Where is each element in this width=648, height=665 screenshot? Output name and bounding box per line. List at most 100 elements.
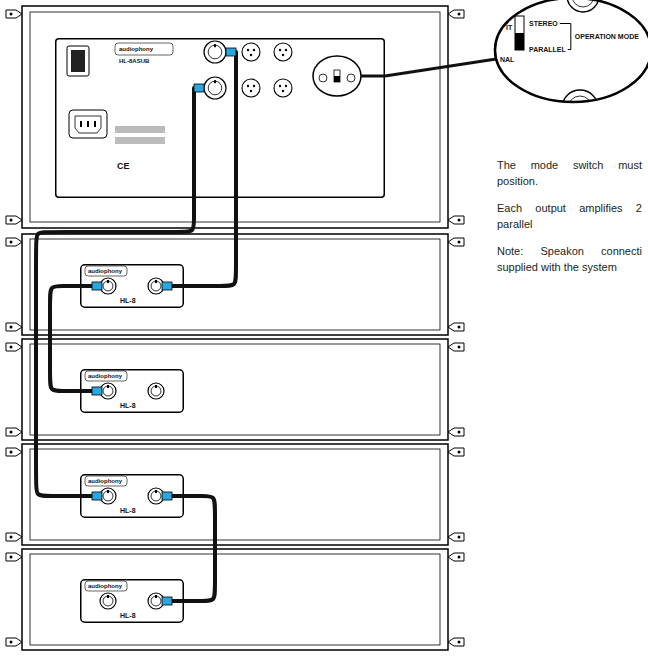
speakon-plug (92, 492, 102, 500)
xlr-connector (242, 79, 260, 97)
xlr-pin (253, 85, 255, 87)
socket-ring (208, 81, 222, 95)
brand-logo: audiophony (88, 268, 122, 274)
mode-switch-lever (334, 76, 340, 82)
socket-ring (208, 45, 222, 59)
rigging-hook (448, 238, 464, 246)
model-name: HL-8 (120, 612, 136, 619)
inlet-pin (87, 121, 89, 127)
rigging-hook (6, 638, 22, 646)
node-illustration (488, 0, 648, 105)
mode-switch (334, 70, 340, 82)
brand-logo: audiophony (88, 583, 122, 589)
logo-badge (85, 581, 127, 591)
speaker-cable (184, 496, 215, 601)
panel-outline (81, 475, 184, 518)
rating-label (115, 126, 165, 133)
socket-ring (151, 386, 161, 396)
model-name: HL-8 (120, 297, 136, 304)
socket-key (107, 490, 109, 493)
xlr-pin (250, 54, 252, 56)
xlr-pin (279, 49, 281, 51)
speakon-socket (148, 383, 164, 399)
node-illustration (55, 38, 385, 198)
socket-key (107, 385, 109, 388)
speakon-socket (100, 593, 116, 609)
instruction-note: Each output amplifies 2 parallel (497, 200, 642, 232)
xlr-pin (282, 54, 284, 56)
line-array-cabinet (22, 549, 448, 650)
rigging-hook (6, 553, 22, 561)
brand-logo: audiophony (119, 46, 153, 52)
speakon-plug (194, 84, 204, 92)
panel-outline (56, 39, 385, 198)
logo-badge (85, 371, 127, 381)
xlr-pin (282, 90, 284, 92)
cut-label: NAL (500, 56, 514, 63)
rigging-hook (448, 638, 464, 646)
model-name: HL-8 (120, 507, 136, 514)
socket-key (155, 490, 157, 493)
xlr-pin (247, 49, 249, 51)
socket-ring (103, 596, 113, 606)
speakon-plug (162, 597, 172, 605)
input-panel: audiophonyHL-8 (80, 369, 184, 413)
brand-logo: audiophony (88, 478, 122, 484)
leader-line-stub (361, 75, 385, 78)
mode-bracket (560, 24, 571, 50)
model-name: HL-8 (120, 402, 136, 409)
rating-label (115, 137, 165, 144)
speaker-cable-stub (231, 52, 236, 198)
rigging-hook (448, 553, 464, 561)
brand-logo: audiophony (88, 373, 122, 379)
callout-content (562, 0, 599, 126)
rigging-hook (6, 216, 22, 224)
amplifier-panel: audiophonyHL-8ASUBCE (55, 38, 385, 198)
xlr-pin (285, 49, 287, 51)
rigging-hook (448, 448, 464, 456)
inlet-pin (94, 121, 96, 127)
power-switch (67, 46, 89, 76)
speakon-plug (92, 282, 102, 290)
volume-knob (319, 74, 327, 82)
speakon-plug (162, 282, 172, 290)
socket-ring (103, 491, 113, 501)
xlr-connector (274, 79, 292, 97)
inlet-socket (75, 116, 101, 133)
socket-key (214, 44, 216, 47)
rigging-hook (6, 533, 22, 541)
control-area-marker (313, 56, 361, 96)
power-inlet (69, 110, 107, 138)
panel-outline (81, 265, 184, 308)
power-rocker (71, 50, 85, 72)
volume-knob (347, 74, 355, 82)
socket-ring (103, 281, 113, 291)
speakon-plug (162, 492, 172, 500)
cut-label: IT (506, 24, 512, 31)
logo-badge (115, 43, 173, 55)
rigging-hook (6, 323, 22, 331)
socket-ring (151, 281, 161, 291)
speakon-socket (204, 77, 226, 99)
socket-ring (151, 491, 161, 501)
xlr-pin (279, 85, 281, 87)
cabinet-inner-edge (30, 344, 440, 435)
cabinet-inner-edge (30, 12, 440, 222)
rigging-hook (6, 238, 22, 246)
instruction-note: The mode switch must position. (497, 157, 642, 189)
xlr-pin (285, 85, 287, 87)
rigging-hook (448, 323, 464, 331)
logo-badge (85, 476, 127, 486)
leader-line (385, 59, 496, 76)
cabinet-inner-edge (30, 449, 440, 540)
zoom-callout: ITNALSTEREOOPERATION MODEPARALLEL (488, 0, 648, 105)
speaker-cable (50, 286, 80, 391)
rigging-hook (6, 343, 22, 351)
switch-group-label: OPERATION MODE (575, 33, 639, 40)
speakon-socket (100, 488, 116, 504)
switch-label: STEREO (529, 20, 558, 27)
model-name: HL-8ASUB (119, 58, 149, 64)
input-panel: audiophonyHL-8 (80, 579, 184, 623)
xlr-pin (253, 49, 255, 51)
